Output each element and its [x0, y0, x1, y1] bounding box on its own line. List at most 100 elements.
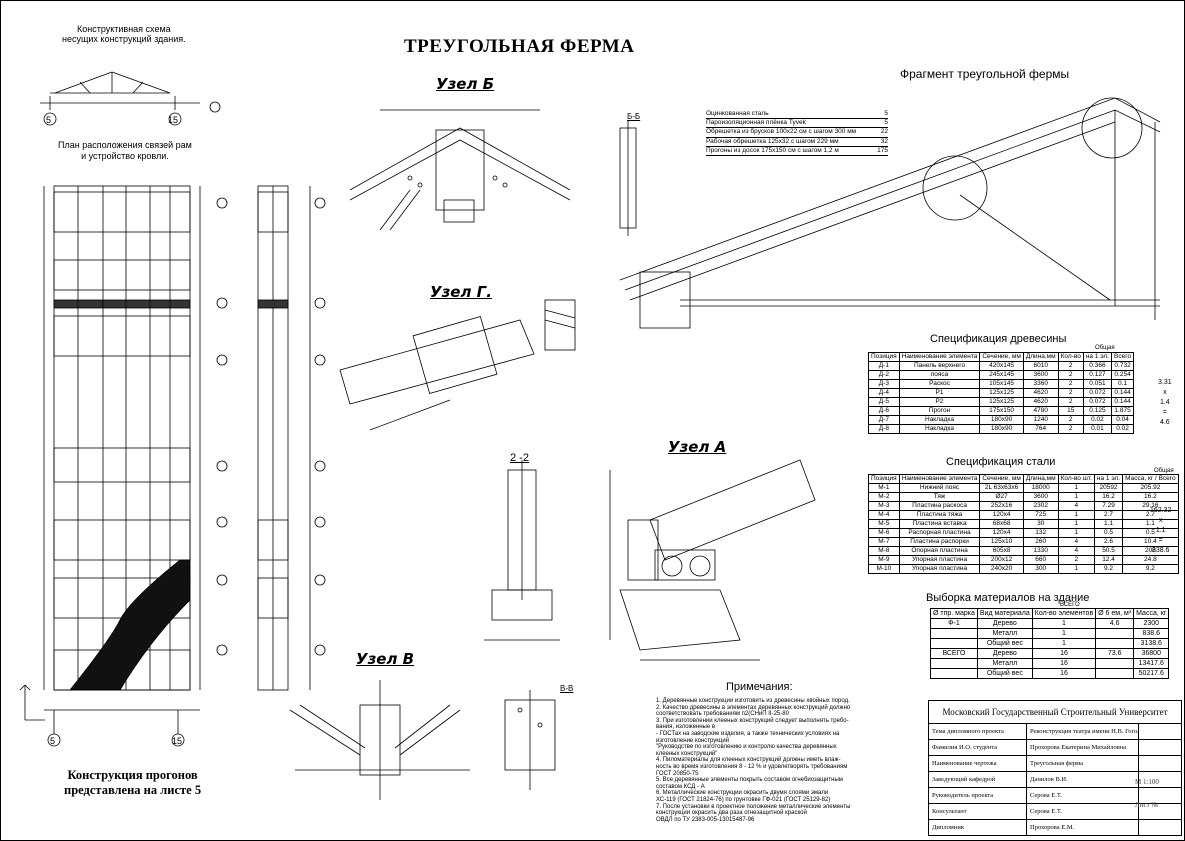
steel-spec-title: Спецификация стали [946, 456, 1056, 468]
wood-cell: 0.04 [1111, 415, 1135, 425]
wood-cell: 0.1 [1111, 379, 1135, 389]
steel-header: Позиция [868, 474, 900, 484]
total-value: 1.4 [1159, 399, 1170, 406]
materials-title: Выборка материалов на здание [926, 592, 1090, 604]
steel-cell: 125x10 [979, 537, 1024, 547]
wood-cell: пояса [898, 370, 981, 380]
wood-cell: 15 [1057, 406, 1084, 416]
stamp-label: Заведующий кафедрой [929, 772, 1027, 787]
steel-cell: 300 [1022, 564, 1059, 574]
steel-cell: М-8 [868, 546, 900, 556]
steel-cell: 205.92 [1122, 483, 1179, 493]
materials-cell: Общий вес [976, 638, 1033, 649]
steel-cell: 2.6 [1093, 537, 1124, 547]
node-g-title: Узел Г. [430, 283, 492, 301]
steel-cell: Опорная пластина [898, 546, 981, 556]
note-line: ОВДЛ по ТУ 2383-005-13015487-96 [656, 816, 755, 823]
wood-cell: 1.875 [1111, 406, 1135, 416]
wood-cell: Панель верхнего [898, 361, 981, 371]
stamp-label: Дипломник [929, 820, 1027, 835]
steel-cell: 120x4 [979, 528, 1024, 538]
steel-cell: Распорная пластина [898, 528, 981, 538]
notes-title: Примечания: [726, 681, 793, 693]
materials-cell: Дерево [976, 648, 1033, 659]
steel-cell: 200x12 [979, 555, 1024, 565]
steel-cell: 1 [1057, 510, 1095, 520]
materials-cell: Металл [976, 628, 1033, 639]
steel-cell: 660 [1022, 555, 1059, 565]
title-block: Московский Государственный Строительный … [928, 700, 1182, 836]
steel-cell: 2 [1057, 555, 1095, 565]
wood-cell: 3360 [1022, 379, 1059, 389]
materials-cell: 16 [1031, 648, 1097, 659]
wood-cell: 3600 [1022, 370, 1059, 380]
steel-cell: 4 [1057, 537, 1095, 547]
node-v-title: Узел В [356, 650, 415, 668]
wood-cell: 4620 [1022, 388, 1059, 398]
materials-all-header: ВСЕГО [1060, 602, 1080, 608]
wood-cell: 245x145 [979, 370, 1024, 380]
scale-label: М 1:100 [1135, 778, 1159, 786]
steel-cell: 1.1 [1093, 519, 1124, 529]
materials-cell [1095, 638, 1135, 649]
wood-cell: Р2 [898, 397, 981, 407]
stamp-value: Серова Е.Т. [1027, 788, 1139, 803]
steel-cell: Нижний пояс [898, 483, 981, 493]
total-value: 3.31 [1158, 379, 1172, 386]
materials-cell: Общий вес [976, 668, 1033, 679]
steel-cell: 3600 [1022, 492, 1059, 502]
total-value: = [1162, 409, 1167, 416]
materials-cell [930, 638, 978, 649]
wood-cell: 105x145 [979, 379, 1024, 389]
steel-cell: 4 [1057, 546, 1095, 556]
note-line: 7. После установки в проектное положение… [656, 803, 851, 810]
materials-cell: 16 [1031, 658, 1097, 669]
wood-cell: 0.072 [1082, 388, 1113, 398]
wood-header: Сечение, мм [979, 352, 1024, 362]
steel-cell: 1 [1057, 519, 1095, 529]
stamp-label: Тема дипломного проекта [929, 724, 1027, 739]
steel-cell: 68x68 [979, 519, 1024, 529]
wood-cell: Д-1 [868, 361, 900, 371]
wood-cell: Д-3 [868, 379, 900, 389]
steel-header: на 1 эл. [1093, 474, 1124, 484]
wood-cell: 180x90 [979, 424, 1024, 434]
steel-cell: 252x16 [979, 501, 1024, 511]
materials-cell: 50217.6 [1133, 668, 1170, 679]
wood-cell: 175x150 [979, 406, 1024, 416]
materials-cell [1095, 668, 1135, 679]
materials-cell: Металл [976, 658, 1033, 669]
note-line: конструкции окрасить два раза огнезащитн… [656, 810, 807, 817]
wood-cell: 0.02 [1111, 424, 1135, 434]
wood-cell: 2 [1057, 388, 1084, 398]
steel-cell: М-3 [868, 501, 900, 511]
steel-cell: М-4 [868, 510, 900, 520]
materials-cell: ВСЕГО [930, 648, 978, 659]
total-value: x [1163, 389, 1167, 396]
note-line: соответствовать требованиям п2(СНиП II-2… [656, 711, 789, 718]
steel-header: Масса, кг / Всего [1122, 474, 1179, 484]
wood-cell: 0.732 [1111, 361, 1135, 371]
wood-cell: Прогон [898, 406, 981, 416]
steel-cell: 24.8 [1122, 555, 1179, 565]
page-title: ТРЕУГОЛЬНАЯ ФЕРМА [404, 36, 635, 57]
steel-cell: Тяж [898, 492, 981, 502]
note-line: 6. Металлические конструкции окрасить дв… [656, 790, 829, 797]
steel-cell: 725 [1022, 510, 1059, 520]
node-a-title: Узел А [668, 438, 727, 456]
stamp-label: Наименование чертежа [929, 756, 1027, 771]
steel-cell: 16.2 [1122, 492, 1179, 502]
total-value: 162.32 [1150, 507, 1172, 514]
